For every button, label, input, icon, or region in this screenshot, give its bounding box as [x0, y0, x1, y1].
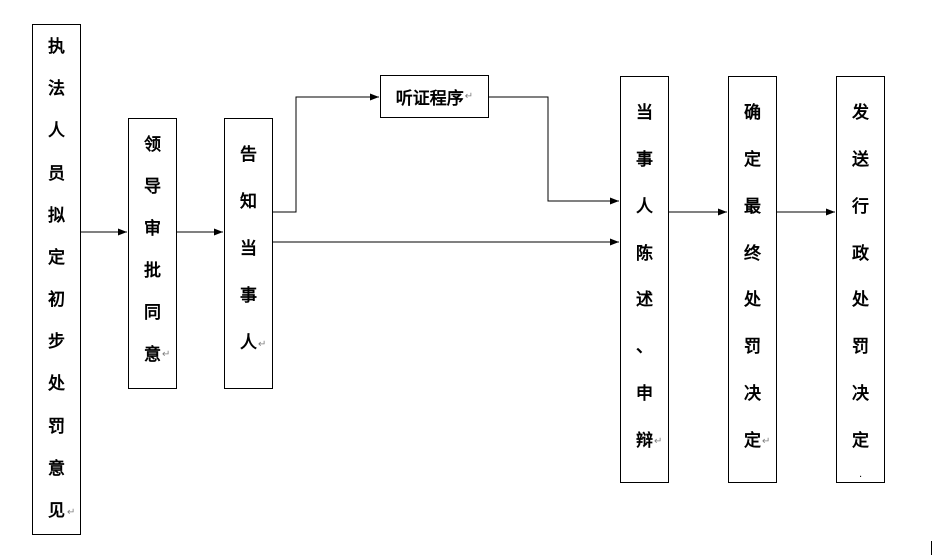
label-char: 拟	[48, 205, 65, 226]
arrow-hearing-to-step4	[489, 96, 619, 205]
hearing-label: 听证程序↵	[395, 89, 474, 109]
label-char: 定	[744, 149, 761, 170]
trailing-dot: .	[859, 469, 863, 480]
label-char: 处	[852, 290, 869, 311]
label-char: 最	[744, 196, 761, 217]
step4-box: 当事人陈述、申辩 ↵	[620, 76, 669, 483]
label-char: 罚	[744, 337, 761, 358]
label-char: 定	[852, 430, 869, 451]
step6-label: 发送行政处罚决定	[837, 105, 884, 450]
step1-label: 执法人员拟定初步处罚意见	[33, 39, 80, 520]
label-char: 罚	[852, 337, 869, 358]
label-char: 法	[48, 79, 65, 100]
label-char: 罚	[48, 416, 65, 437]
arrow-step3-to-hearing	[273, 93, 379, 213]
label-char: 批	[144, 261, 161, 281]
label-char: 当	[240, 239, 257, 259]
paragraph-mark: ↵	[162, 349, 171, 360]
label-char: 当	[636, 103, 653, 123]
label-char: 处	[48, 374, 65, 395]
label-char: 人	[48, 121, 65, 142]
label-char: 决	[744, 384, 761, 405]
paragraph-mark: ↵	[654, 436, 663, 447]
label-char: 导	[144, 177, 161, 197]
paragraph-mark: ↵	[67, 507, 76, 518]
label-char: 处	[744, 290, 761, 311]
step1-box: 执法人员拟定初步处罚意见 ↵	[32, 24, 81, 535]
step3-box: 告知当事人 ↵	[224, 118, 273, 389]
label-char: 人	[240, 333, 257, 353]
step3-label: 告知当事人	[225, 147, 272, 352]
label-char: 执	[48, 37, 65, 57]
label-char: 送	[852, 149, 869, 170]
label-char: 知	[240, 192, 257, 212]
step5-box: 确定最终处罚决定 ↵	[728, 76, 777, 483]
label-char: 步	[48, 332, 65, 353]
label-char: 陈	[636, 243, 653, 264]
label-char: 决	[852, 384, 869, 405]
label-char: 政	[852, 243, 869, 264]
label-char: 意	[48, 458, 65, 479]
label-char: 事	[240, 286, 257, 306]
label-char: 意	[144, 345, 161, 365]
hearing-box: 听证程序↵	[380, 75, 489, 118]
label-char: 申	[636, 384, 653, 405]
label-char: 、	[636, 337, 653, 358]
label-char: 定	[744, 430, 761, 451]
label-char: 员	[48, 163, 65, 184]
step6-box: 发送行政处罚决定 .	[836, 76, 885, 483]
label-char: 审	[144, 219, 161, 239]
label-char: 同	[144, 303, 161, 323]
label-char: 定	[48, 247, 65, 268]
label-char: 辩	[636, 430, 653, 451]
step4-label: 当事人陈述、申辩	[621, 105, 668, 450]
label-char: 发	[852, 103, 869, 123]
label-char: 领	[144, 135, 161, 155]
label-char: 行	[852, 196, 869, 217]
text-cursor	[931, 541, 932, 555]
label-char: 见	[48, 500, 65, 521]
step5-label: 确定最终处罚决定	[729, 105, 776, 450]
label-char: 事	[636, 149, 653, 170]
label-char: 初	[48, 290, 65, 311]
label-char: 终	[744, 243, 761, 264]
paragraph-mark: ↵	[258, 339, 267, 350]
label-char: 人	[636, 196, 653, 217]
label-char: 述	[636, 290, 653, 311]
label-char: 告	[240, 145, 257, 165]
paragraph-mark: ↵	[762, 436, 771, 447]
step2-box: 领导审批同意 ↵	[128, 118, 177, 389]
label-char: 确	[744, 103, 761, 123]
step2-label: 领导审批同意	[129, 137, 176, 364]
